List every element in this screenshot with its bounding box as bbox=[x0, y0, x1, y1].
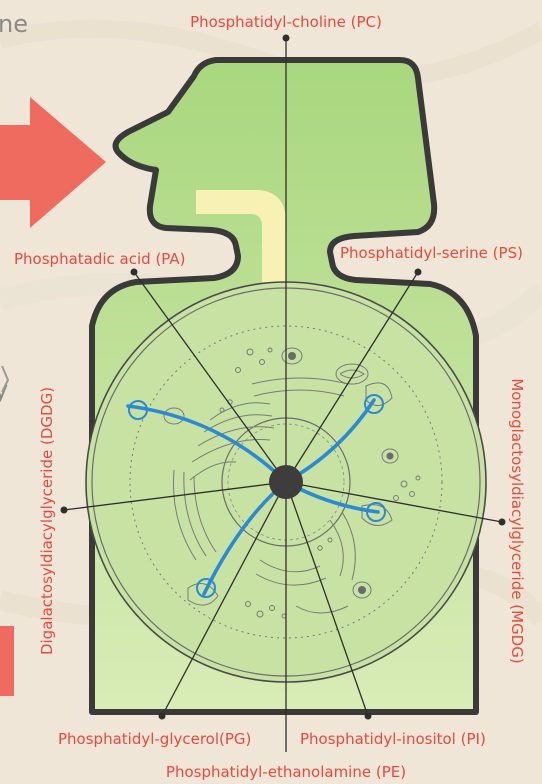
label-pi: Phosphatidyl-inositol (PI) bbox=[300, 730, 486, 748]
label-pc: Phosphatidyl-choline (PC) bbox=[190, 13, 382, 31]
label-dgdg: Digalactosyldiacylglyceride (DGDG) bbox=[38, 387, 56, 655]
central-node-icon bbox=[269, 465, 303, 499]
fragment-red-box bbox=[0, 626, 14, 696]
label-pg: Phosphatidyl-glycerol(PG) bbox=[58, 730, 251, 748]
fragment-text-top: ne bbox=[0, 10, 28, 38]
label-mgdg: Monoglactosyldiacylglyceride (MGDG) bbox=[508, 378, 526, 663]
label-pe: Phosphatidyl-ethanolamine (PE) bbox=[166, 763, 406, 781]
label-ps: Phosphatidyl-serine (PS) bbox=[340, 244, 523, 262]
label-pa: Phosphatadic acid (PA) bbox=[14, 250, 186, 268]
arrow-right-icon bbox=[0, 97, 106, 228]
